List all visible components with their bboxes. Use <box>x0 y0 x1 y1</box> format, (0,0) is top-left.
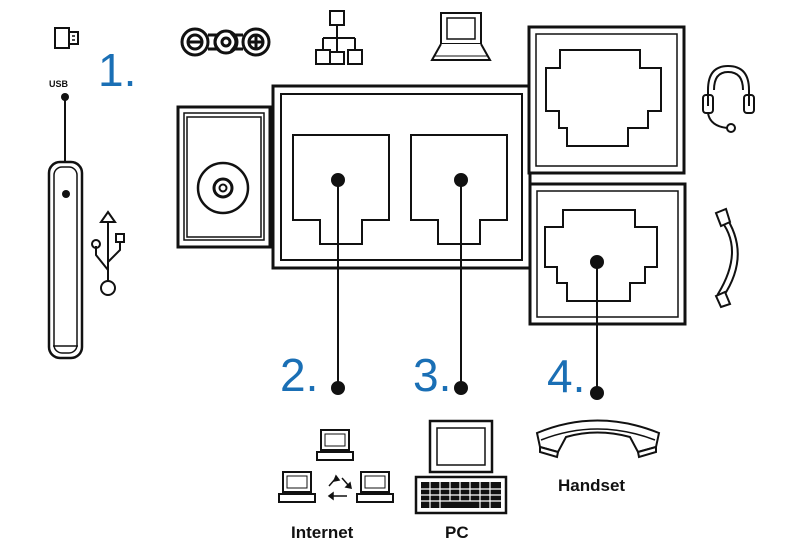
computer-icon <box>430 12 492 61</box>
handset-label: Handset <box>558 476 625 495</box>
internet-label: Internet <box>291 523 354 542</box>
internet-port <box>292 134 390 245</box>
step-number-pc: 3. <box>413 349 451 401</box>
usb-stick-icon <box>54 27 79 49</box>
power-jack-port <box>176 105 272 249</box>
handset-port <box>528 182 687 326</box>
step-number-internet: 2. <box>280 349 318 401</box>
handset-large-icon <box>535 419 661 459</box>
pc-label: PC <box>445 523 469 542</box>
network-icon <box>315 10 363 65</box>
power-adapter-icon <box>180 27 271 57</box>
step-number-handset: 4. <box>547 350 585 402</box>
usb-device <box>47 93 84 360</box>
usb-label: USB <box>49 79 69 89</box>
headset-port <box>527 25 686 175</box>
network-topology-icon <box>278 429 394 503</box>
handset-icon <box>714 207 739 309</box>
headset-icon <box>702 64 755 133</box>
pc-with-keyboard-icon <box>414 419 508 515</box>
connector-lines <box>331 173 604 400</box>
ethernet-port-block <box>271 84 532 270</box>
usb-trident-icon <box>91 210 125 296</box>
pc-port <box>410 134 508 245</box>
step-number-usb: 1. <box>98 44 136 96</box>
